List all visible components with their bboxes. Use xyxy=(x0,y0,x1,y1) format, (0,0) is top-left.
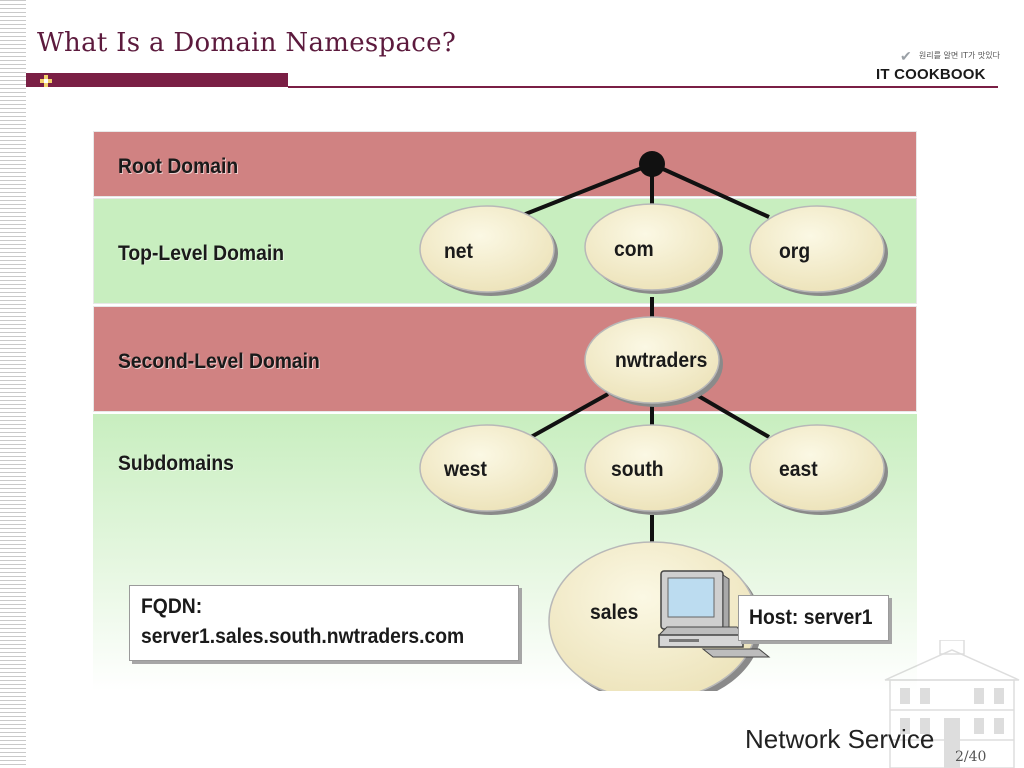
node-org xyxy=(749,205,885,293)
fqdn-callout: FQDN: server1.sales.south.nwtraders.com xyxy=(129,585,519,661)
domain-namespace-diagram: Root Domain Top-Level Domain Second-Leve… xyxy=(93,131,917,691)
edge-root-org xyxy=(651,162,770,219)
node-com xyxy=(584,203,720,291)
node-label-west: west xyxy=(444,458,487,481)
node-label-org: org xyxy=(779,240,811,263)
second-level-domain-band xyxy=(93,306,917,412)
node-net xyxy=(419,205,555,293)
node-label-com: com xyxy=(614,238,654,261)
logo-text: IT COOKBOOK xyxy=(876,66,986,83)
node-east xyxy=(749,424,885,512)
node-label-net: net xyxy=(444,240,473,263)
building-watermark-icon xyxy=(884,640,1020,768)
logo-tagline: 원리를 알면 IT가 맛있다 xyxy=(918,51,1000,60)
it-cookbook-logo: ✔ 원리를 알면 IT가 맛있다 IT COOKBOOK xyxy=(870,48,1000,86)
top-level-nodes xyxy=(419,203,888,296)
slide-title: What Is a Domain Namespace? xyxy=(37,28,457,58)
subdomain-nodes xyxy=(419,424,888,515)
fqdn-label: FQDN: xyxy=(141,595,203,618)
level-label-top-level: Top-Level Domain xyxy=(118,242,285,265)
root-domain-band xyxy=(93,131,917,197)
node-label-nwtraders: nwtraders xyxy=(615,349,708,372)
title-underline-bar xyxy=(26,73,288,87)
left-decorative-stripe xyxy=(0,0,26,768)
fqdn-value: server1.sales.south.nwtraders.com xyxy=(141,625,465,648)
edge-nwtraders-west xyxy=(530,392,609,439)
node-nwtraders xyxy=(584,316,720,404)
footer-title: Network Service xyxy=(745,724,935,754)
node-label-east: east xyxy=(779,458,818,481)
host-label: Host: server1 xyxy=(749,606,873,629)
page-number: 2/40 xyxy=(955,749,987,765)
node-label-sales: sales xyxy=(590,601,639,624)
checkmark-icon: ✔ xyxy=(900,48,912,64)
level-label-root: Root Domain xyxy=(118,155,239,178)
edge-root-net xyxy=(522,162,653,217)
host-callout: Host: server1 xyxy=(738,595,889,641)
node-label-south: south xyxy=(611,458,664,481)
level-label-subdomains: Subdomains xyxy=(118,452,234,475)
node-west xyxy=(419,424,555,512)
title-underline-rule xyxy=(288,86,998,88)
root-node xyxy=(639,151,665,177)
computer-icon xyxy=(657,570,771,658)
level-label-second-level: Second-Level Domain xyxy=(118,350,320,373)
namespace-tree xyxy=(419,151,888,691)
diamond-bullet-icon xyxy=(40,75,52,87)
edge-nwtraders-east xyxy=(693,392,771,439)
node-south xyxy=(584,424,720,512)
